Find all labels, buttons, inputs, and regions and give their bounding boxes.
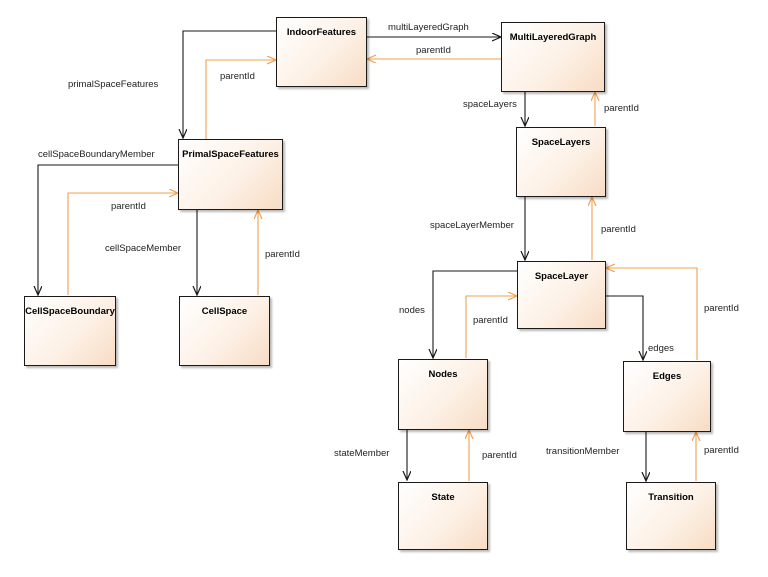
- label-cell-space-member: cellSpaceMember: [105, 243, 182, 254]
- edge-csb-psf-parent: [67, 193, 178, 295]
- label-parent-id-transition-edges: parentId: [704, 445, 739, 456]
- class-nodes-title: Nodes: [428, 369, 458, 380]
- class-multi-layered-graph-title: MultiLayeredGraph: [509, 32, 597, 43]
- label-parent-id-edges-sl: parentId: [704, 303, 739, 314]
- label-parent-id-sl-sls: parentId: [601, 224, 636, 235]
- class-cell-space-boundary[interactable]: CellSpaceBoundary: [24, 296, 116, 366]
- class-multi-layered-graph[interactable]: MultiLayeredGraph: [501, 22, 605, 92]
- class-cell-space[interactable]: CellSpace: [179, 296, 270, 366]
- label-parent-id-psf-if: parentId: [220, 71, 255, 82]
- class-cell-space-boundary-title: CellSpaceBoundary: [25, 306, 115, 317]
- label-nodes: nodes: [399, 305, 425, 316]
- label-parent-id-cs-psf: parentId: [265, 249, 300, 260]
- edge-psf-csb: [38, 164, 178, 295]
- label-parent-id-state-nodes: parentId: [482, 450, 517, 461]
- label-cell-space-boundary-member: cellSpaceBoundaryMember: [38, 149, 155, 160]
- label-parent-id-sls-mlg: parentId: [604, 103, 639, 114]
- class-space-layer[interactable]: SpaceLayer: [517, 261, 606, 329]
- class-space-layers[interactable]: SpaceLayers: [516, 127, 606, 197]
- class-edges[interactable]: Edges: [623, 361, 711, 432]
- label-state-member: stateMember: [334, 448, 390, 459]
- edge-if-psf: [183, 30, 276, 138]
- class-indoor-features-title: IndoorFeatures: [286, 27, 357, 38]
- class-space-layers-title: SpaceLayers: [531, 137, 591, 148]
- class-state[interactable]: State: [398, 482, 488, 550]
- edge-edges-sl-parent: [606, 268, 698, 360]
- label-space-layers: spaceLayers: [463, 99, 517, 110]
- class-nodes[interactable]: Nodes: [398, 359, 488, 430]
- edge-nodes-sl-parent: [465, 296, 517, 358]
- edge-sl-edges: [606, 295, 643, 360]
- class-primal-space-features-title: PrimalSpaceFeatures: [182, 149, 279, 160]
- class-transition[interactable]: Transition: [626, 482, 716, 550]
- class-space-layer-title: SpaceLayer: [534, 271, 589, 282]
- class-state-title: State: [431, 492, 455, 503]
- class-edges-title: Edges: [652, 371, 682, 382]
- label-parent-id-mlg-if: parentId: [416, 45, 451, 56]
- class-primal-space-features[interactable]: PrimalSpaceFeatures: [178, 139, 283, 210]
- class-cell-space-title: CellSpace: [201, 306, 248, 317]
- label-edges: edges: [648, 343, 674, 354]
- class-indoor-features[interactable]: IndoorFeatures: [276, 17, 367, 87]
- edge-sl-nodes: [433, 270, 517, 358]
- label-space-layer-member: spaceLayerMember: [430, 220, 514, 231]
- label-parent-id-nodes-sl: parentId: [473, 315, 508, 326]
- label-multi-layered-graph: multiLayeredGraph: [388, 22, 469, 33]
- label-parent-id-csb-psf: parentId: [111, 201, 146, 212]
- label-primal-space-features: primalSpaceFeatures: [68, 79, 159, 90]
- class-transition-title: Transition: [648, 492, 694, 503]
- label-transition-member: transitionMember: [546, 446, 620, 457]
- edge-psf-if-parent: [205, 60, 276, 139]
